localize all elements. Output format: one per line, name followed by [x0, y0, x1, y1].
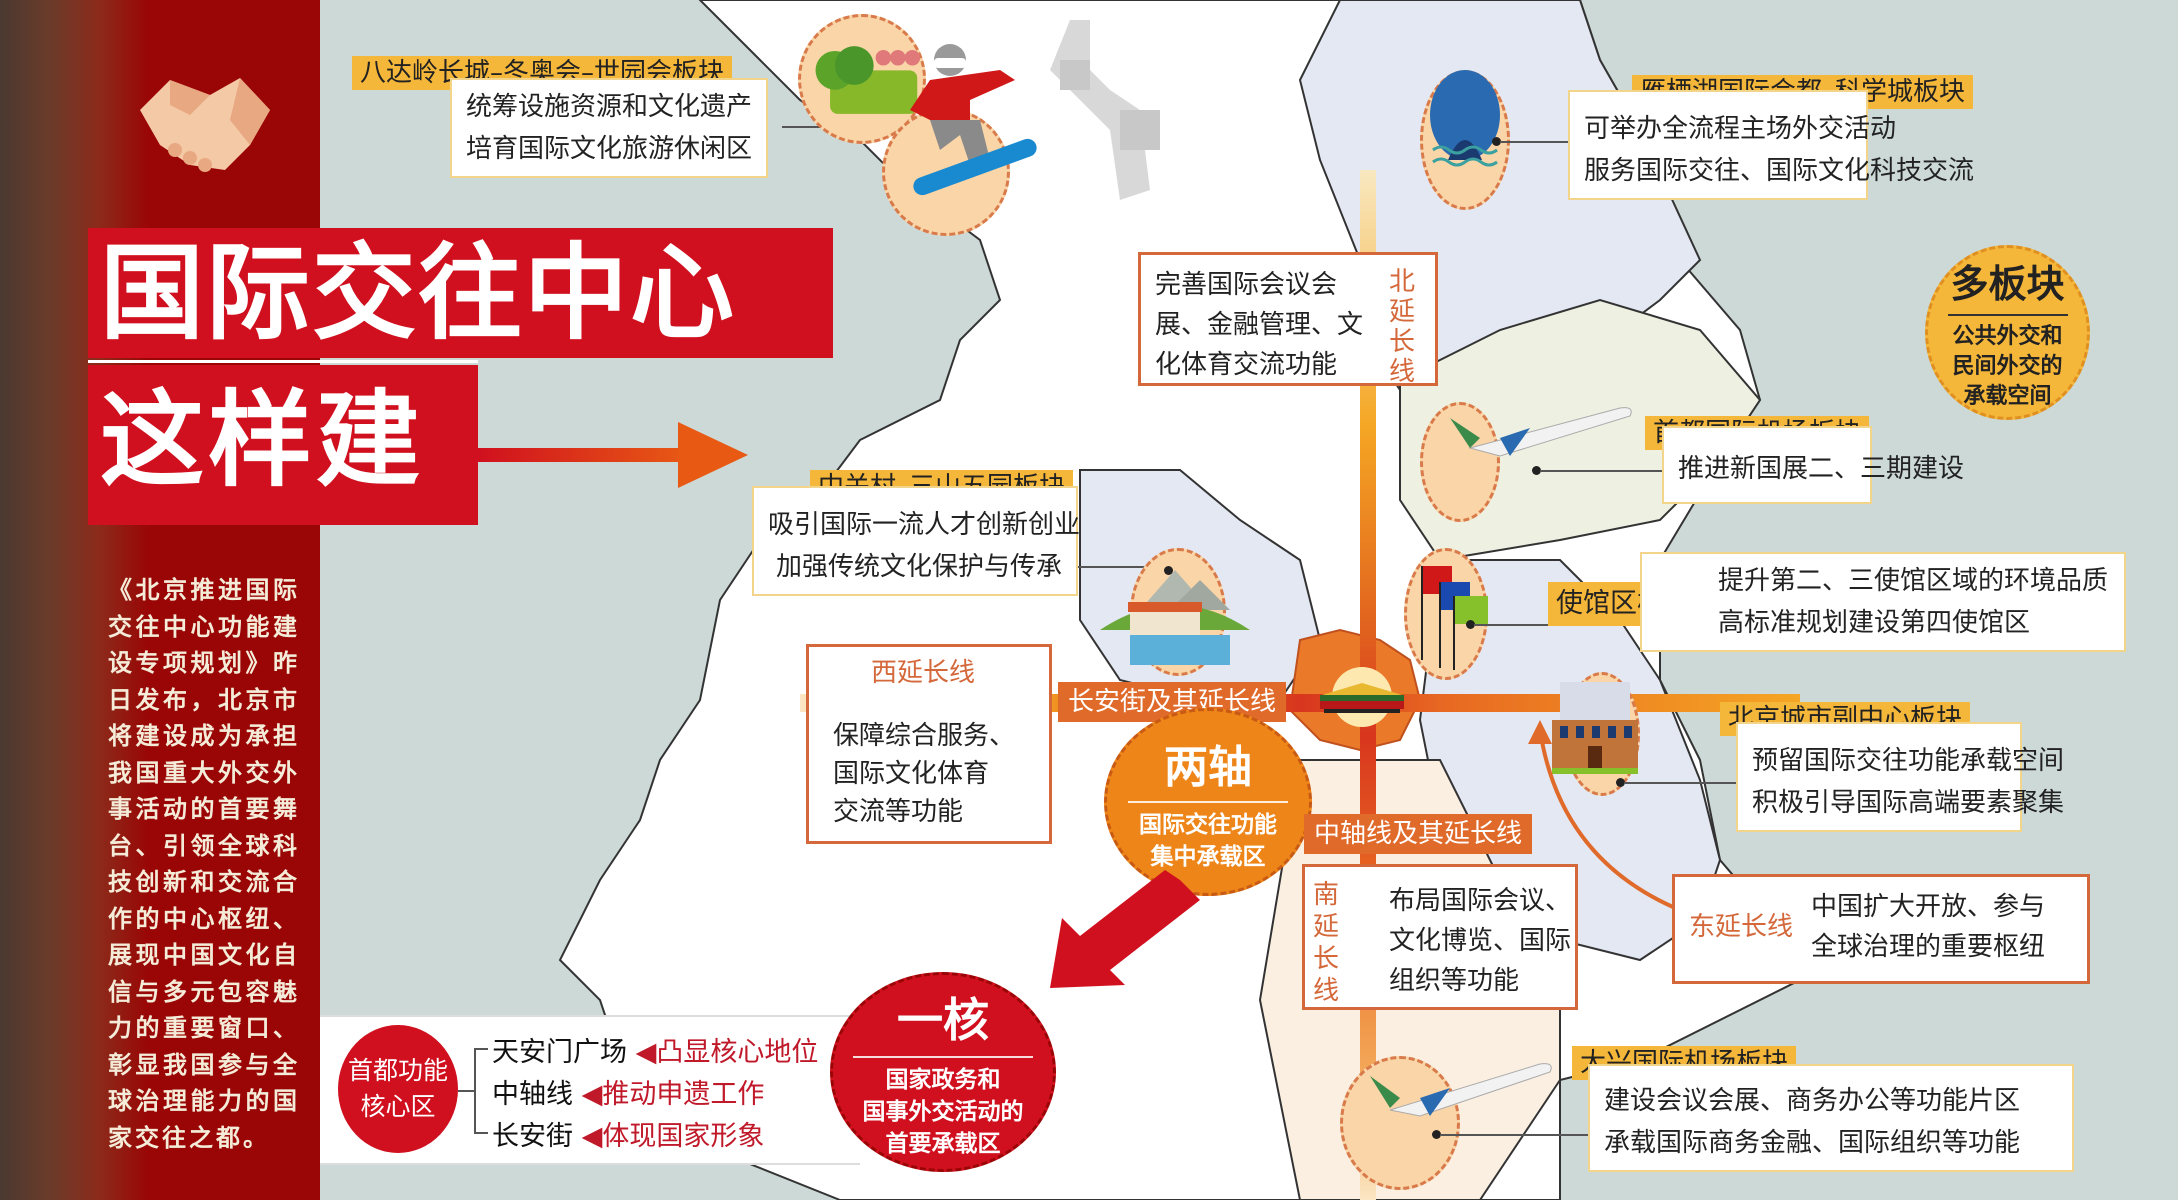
block-box-capital-airport: 推进新国展二、三期建设 — [1662, 426, 1965, 504]
block-box-embassy: 提升第二、三使馆区域的环境品质 高标准规划建设第四使馆区 — [1640, 552, 2126, 652]
west-extension-label: 西延长线 — [871, 658, 976, 688]
airplane-icon — [1450, 407, 1632, 457]
east-extension-box: 东延长线 中国扩大开放、参与 全球治理的重要枢纽 — [1672, 874, 2090, 984]
block-line: 预留国际交往功能承载空间 — [1752, 746, 2065, 776]
block-line: 服务国际交往、国际文化科技交流 — [1584, 156, 1975, 186]
title-divider — [88, 360, 478, 363]
leader-dot — [1164, 566, 1173, 575]
central-axis-label: 中轴线及其延长线 — [1304, 814, 1533, 854]
block-line: 承载国际商务金融、国际组织等功能 — [1604, 1128, 2021, 1158]
daxing-airport-circle — [1340, 1056, 1460, 1190]
two-axes-badge: 两轴 国际交往功能 集中承载区 — [1104, 708, 1312, 896]
conference-hall-icon — [1430, 70, 1500, 167]
village-icon — [1100, 570, 1250, 665]
block-line: 高标准规划建设第四使馆区 — [1718, 608, 2031, 638]
arrow-down-left-icon — [1050, 870, 1200, 988]
block-line: 统筹设施资源和文化遗产 — [466, 92, 753, 122]
snowboarder-icon — [910, 44, 1037, 196]
east-desc: 中国扩大开放、参与 全球治理的重要枢纽 — [1811, 892, 2046, 962]
airplane-icon — [1370, 1063, 1552, 1117]
leader-dot — [1492, 137, 1501, 146]
south-extension-box: 南延长线 布局国际会议、 文化博览、国际 组织等功能 — [1302, 864, 1578, 1010]
core-item-changan: 长安街 ◀体现国家形象 — [492, 1121, 765, 1152]
leader-line — [1440, 1134, 1600, 1136]
north-extension-label: 北延长线 — [1389, 267, 1416, 387]
south-desc: 布局国际会议、 文化博览、国际 组织等功能 — [1389, 886, 1572, 996]
block-box-badaling: 统筹设施资源和文化遗产 培育国际文化旅游休闲区 — [450, 78, 769, 178]
core-area-badge: 首都功能 核心区 — [338, 1025, 458, 1153]
block-line: 积极引导国际高端要素聚集 — [1752, 788, 2065, 818]
south-extension-label: 南延长线 — [1313, 880, 1340, 1006]
intro-paragraph: 《北京推进国际交往中心功能建设专项规划》昨日发布，北京市将建设成为承担我国重大外… — [108, 576, 300, 1152]
west-desc: 保障综合服务、 国际文化体育 交流等功能 — [833, 721, 1016, 827]
leader-dot — [1616, 778, 1625, 787]
leader-line — [1078, 566, 1178, 568]
north-desc: 完善国际会议会 展、金融管理、文 化体育交流功能 — [1155, 270, 1364, 380]
page-title-line1: 国际交往中心 — [88, 228, 833, 358]
leader-line — [1500, 141, 1570, 143]
flags-icon — [1421, 566, 1488, 670]
left-panel — [0, 0, 320, 1200]
west-extension-box: 西延长线 保障综合服务、 国际文化体育 交流等功能 — [806, 644, 1052, 844]
page-title-line2: 这样建 — [88, 365, 478, 525]
block-box-zhongguancun: 吸引国际一流人才创新创业 加强传统文化保护与传承 — [752, 486, 1081, 596]
block-line: 可举办全流程主场外交活动 — [1584, 114, 1897, 144]
block-line: 推进新国展二、三期建设 — [1678, 454, 1965, 484]
park-icon — [798, 14, 926, 144]
one-core-badge: 一核 国家政务和 国事外交活动的 首要承载区 — [830, 972, 1056, 1172]
east-extension-label: 东延长线 — [1689, 912, 1794, 942]
leader-dot — [1532, 466, 1541, 475]
core-item-tiananmen: 天安门广场 ◀凸显核心地位 — [492, 1037, 819, 1068]
block-box-yanqi: 可举办全流程主场外交活动 服务国际交往、国际文化科技交流 — [1568, 90, 1975, 200]
handshake-icon — [140, 78, 270, 172]
leader-dot — [1466, 620, 1475, 629]
block-line: 提升第二、三使馆区域的环境品质 — [1718, 566, 2109, 596]
office-building-icon — [1552, 682, 1638, 774]
tiananmen-icon — [1320, 667, 1404, 727]
leader-line — [1474, 624, 1554, 626]
airport-circle — [1420, 402, 1500, 522]
block-box-subcenter: 预留国际交往功能承载空间 积极引导国际高端要素聚集 — [1736, 722, 2065, 832]
bracket — [474, 1048, 488, 1134]
leader-line — [1540, 470, 1664, 472]
multi-blocks-badge: 多板块 公共外交和 民间外交的 承载空间 — [1925, 245, 2090, 420]
block-line: 加强传统文化保护与传承 — [775, 552, 1062, 582]
bracket-stem — [458, 1090, 474, 1092]
block-box-daxing: 建设会议会展、商务办公等功能片区 承载国际商务金融、国际组织等功能 — [1588, 1064, 2074, 1172]
great-wall-icon — [1050, 20, 1160, 200]
north-extension-box: 完善国际会议会 展、金融管理、文 化体育交流功能 北延长线 — [1138, 252, 1438, 387]
block-line: 培育国际文化旅游休闲区 — [466, 134, 753, 164]
arrow-right-icon — [478, 422, 748, 488]
leader-line — [1624, 782, 1738, 784]
east-extension-arrow — [1528, 720, 1681, 912]
block-line: 建设会议会展、商务办公等功能片区 — [1604, 1086, 2021, 1116]
core-item-central-axis: 中轴线 ◀推动申遗工作 — [492, 1079, 765, 1110]
block-line: 吸引国际一流人才创新创业 — [768, 510, 1081, 540]
leader-dot — [1432, 1130, 1441, 1139]
